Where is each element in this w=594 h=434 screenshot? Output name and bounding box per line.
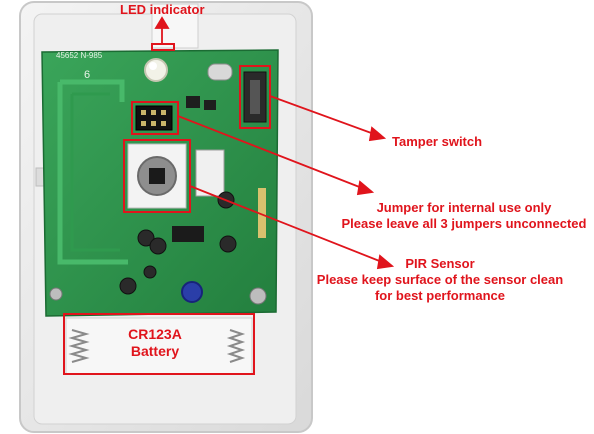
pcb-digit: 6 [84,69,90,81]
tamper-switch-label: Tamper switch [392,134,483,149]
pir-sensor-label: PIR Sensor Please keep surface of the se… [296,256,584,304]
pir-sensor-window [149,168,165,184]
led-indicator-label: LED indicator [120,2,205,17]
jumper-label-line2: Please leave all 3 jumpers unconnected [341,216,587,231]
pir-sensor-line2: for best performance [374,288,506,303]
tamper-highlight-box [239,65,271,129]
smd-chip [204,100,216,110]
jumper-pin [161,110,166,115]
crystal-component [207,63,233,81]
capacitor [149,237,167,255]
battery-label-line2: Battery [130,343,180,359]
ic-chip [172,226,204,242]
pir-highlight-box [123,139,191,213]
capacitor [219,235,237,253]
screw [49,287,63,301]
battery-compartment [65,317,253,375]
jumper-pin [141,110,146,115]
pcb-part-number: 45652 N-985 [56,51,103,60]
capacitor [119,277,137,295]
jumper-pin [151,121,156,126]
battery-highlight-box [63,313,255,375]
pir-sensor-title: PIR Sensor [405,256,475,271]
smd-chip [186,96,200,108]
capacitor [143,265,157,279]
jumper-label-line1: Jumper for internal use only [376,200,552,215]
battery-label: CR123A Battery [100,326,210,360]
led-highlight [149,62,157,70]
tamper-switch-plunger [250,80,260,114]
battery-spring-left [68,329,90,363]
antenna-trace-inner [70,92,120,252]
header-pins [258,188,266,238]
led-highlight-box [151,43,175,51]
antenna-trace [57,79,128,265]
pir-sensor-line1: Please keep surface of the sensor clean [316,272,564,287]
jumper-pin [161,121,166,126]
main-ic [195,149,225,197]
jumper-block [135,105,173,131]
jumper-pin [141,121,146,126]
screw [249,287,267,305]
jumper-highlight-box [131,101,179,135]
leader-lines [154,16,395,270]
capacitor-blue [181,281,203,303]
capacitor [137,229,155,247]
jumper-label: Jumper for internal use only Please leav… [334,200,594,232]
jumper-pin [151,110,156,115]
battery-spring-right [226,329,246,363]
battery-label-line1: CR123A [128,326,182,342]
led-lens [144,58,168,82]
